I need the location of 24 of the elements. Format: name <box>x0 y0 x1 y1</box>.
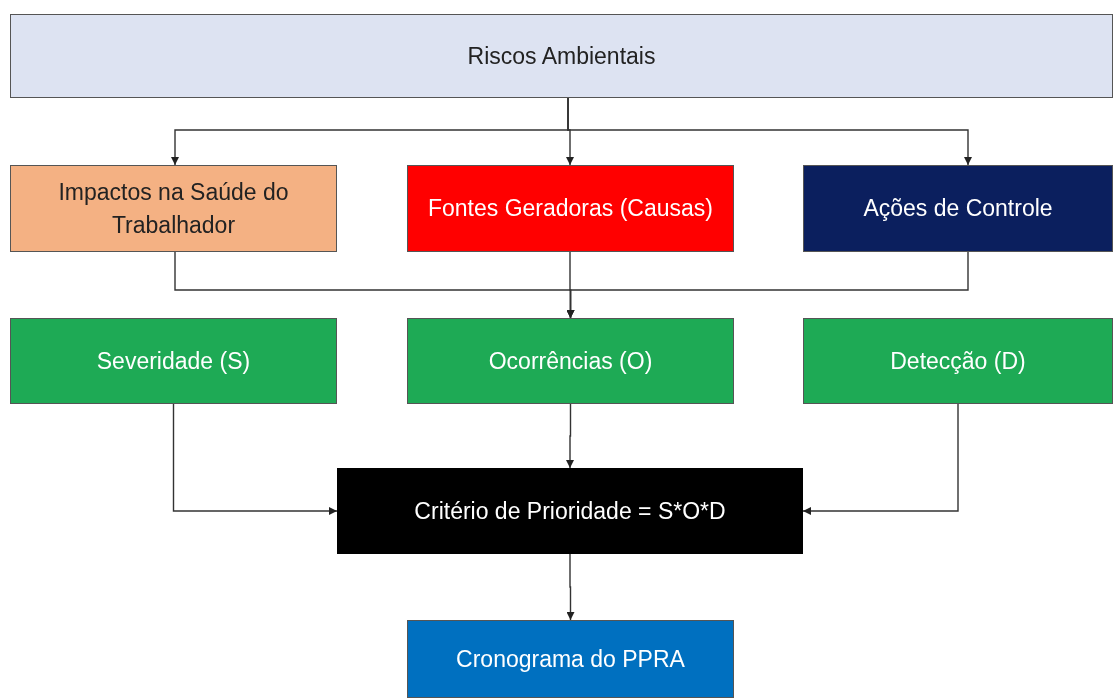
arrow <box>566 403 574 469</box>
box-label: Detecção (D) <box>890 346 1026 376</box>
box-label: Riscos Ambientais <box>467 41 656 71</box>
arrow <box>567 97 972 166</box>
box-label: Impactos na Saúde do Trabalhador <box>57 178 290 240</box>
arrow <box>172 403 338 515</box>
box-label: Ações de Controle <box>863 194 1053 224</box>
title-box <box>10 14 1113 98</box>
process-box <box>803 165 1113 252</box>
process-box <box>803 318 1113 404</box>
box-label: Ocorrências (O) <box>488 346 653 376</box>
process-box <box>407 165 734 252</box>
process-box <box>10 165 337 252</box>
box-label: Severidade (S) <box>96 346 251 376</box>
process-box <box>407 318 734 404</box>
result-box <box>337 468 803 554</box>
process-box <box>407 620 734 698</box>
box-label: Critério de Prioridade = S*O*D <box>414 496 726 526</box>
arrow <box>566 251 969 319</box>
arrow <box>566 553 575 621</box>
box-label: Cronograma do PPRA <box>456 644 685 674</box>
box-label: Fontes Geradoras (Causas) <box>427 194 714 224</box>
arrow <box>802 403 959 515</box>
process-box <box>10 318 337 404</box>
